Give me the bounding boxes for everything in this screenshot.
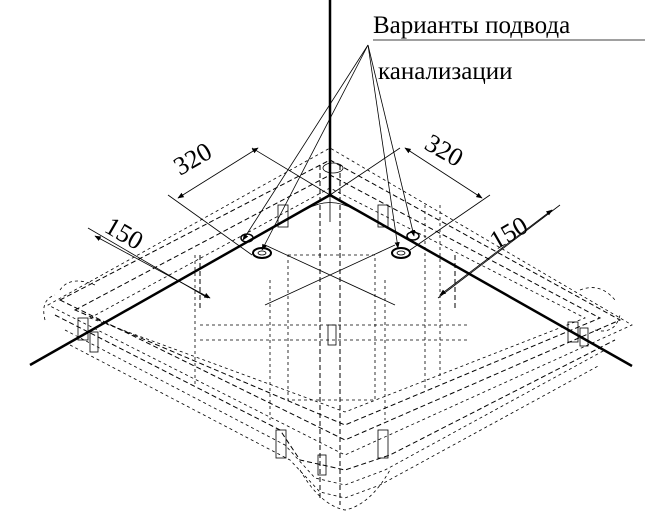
tray-feet xyxy=(77,204,589,476)
dimension-label-left-320: 320 xyxy=(169,137,217,182)
dimension-label-right-150: 150 xyxy=(485,211,533,256)
annotation-line-2: канализации xyxy=(378,58,513,85)
dimension-left-150: 150 xyxy=(87,211,211,299)
dimension-right-150: 150 xyxy=(437,204,561,299)
tray-outline-dashed xyxy=(43,147,633,511)
dimension-right-320: 320 xyxy=(329,128,491,251)
drain-outlet-right xyxy=(391,247,411,259)
dimension-left-320: 320 xyxy=(167,137,331,256)
annotation-leaders xyxy=(242,44,416,251)
wall-lines xyxy=(29,0,633,368)
annotation: Варианты подвода канализации xyxy=(373,12,645,85)
annotation-line-1: Варианты подвода xyxy=(373,12,570,39)
dimension-label-left-150: 150 xyxy=(100,211,148,256)
dimension-label-right-320: 320 xyxy=(420,128,468,173)
